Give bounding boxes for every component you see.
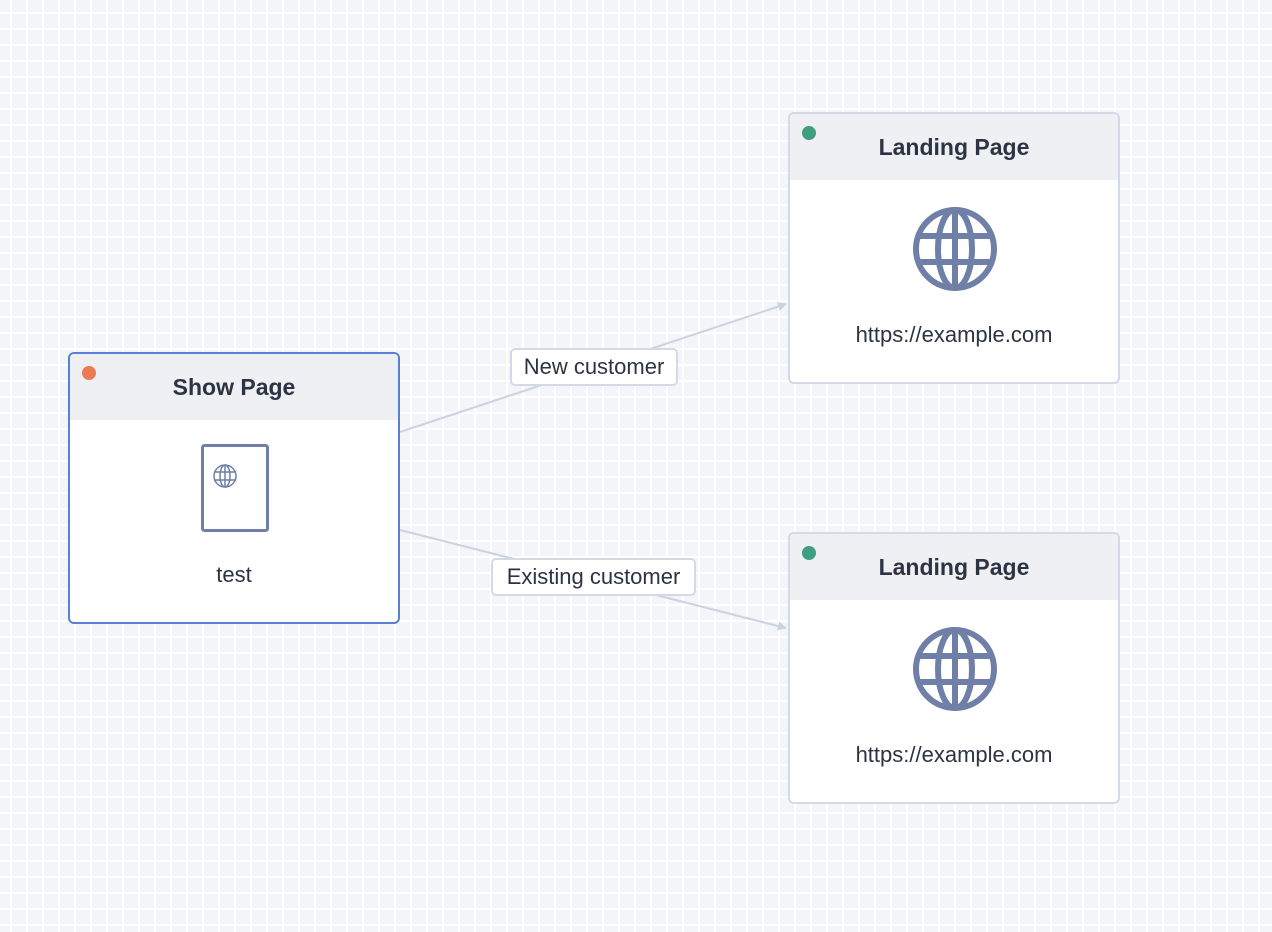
globe-icon: [913, 627, 997, 711]
node-show-page[interactable]: Show Page test: [68, 352, 400, 624]
page-with-globe-icon: [201, 444, 269, 532]
node-title: Show Page: [172, 373, 296, 400]
globe-icon: [913, 207, 997, 291]
node-caption: https://example.com: [855, 322, 1053, 347]
node-header: Landing Page: [790, 114, 1118, 180]
node-caption: https://example.com: [855, 742, 1053, 767]
node-body: test: [70, 420, 398, 622]
node-title: Landing Page: [878, 553, 1030, 580]
node-landing-page-existing[interactable]: Landing Page https://example.com: [788, 532, 1120, 804]
node-caption: test: [216, 562, 252, 587]
node-title: Landing Page: [878, 133, 1030, 160]
node-body: https://example.com: [790, 180, 1118, 382]
node-header: Landing Page: [790, 534, 1118, 600]
node-body: https://example.com: [790, 600, 1118, 802]
node-landing-page-new[interactable]: Landing Page https://example.com: [788, 112, 1120, 384]
node-header: Show Page: [70, 354, 398, 420]
status-dot: [82, 366, 96, 380]
status-dot: [802, 546, 816, 560]
edge-label-existing-customer[interactable]: Existing customer: [491, 558, 696, 596]
status-dot: [802, 126, 816, 140]
edge-label-new-customer[interactable]: New customer: [510, 348, 678, 386]
